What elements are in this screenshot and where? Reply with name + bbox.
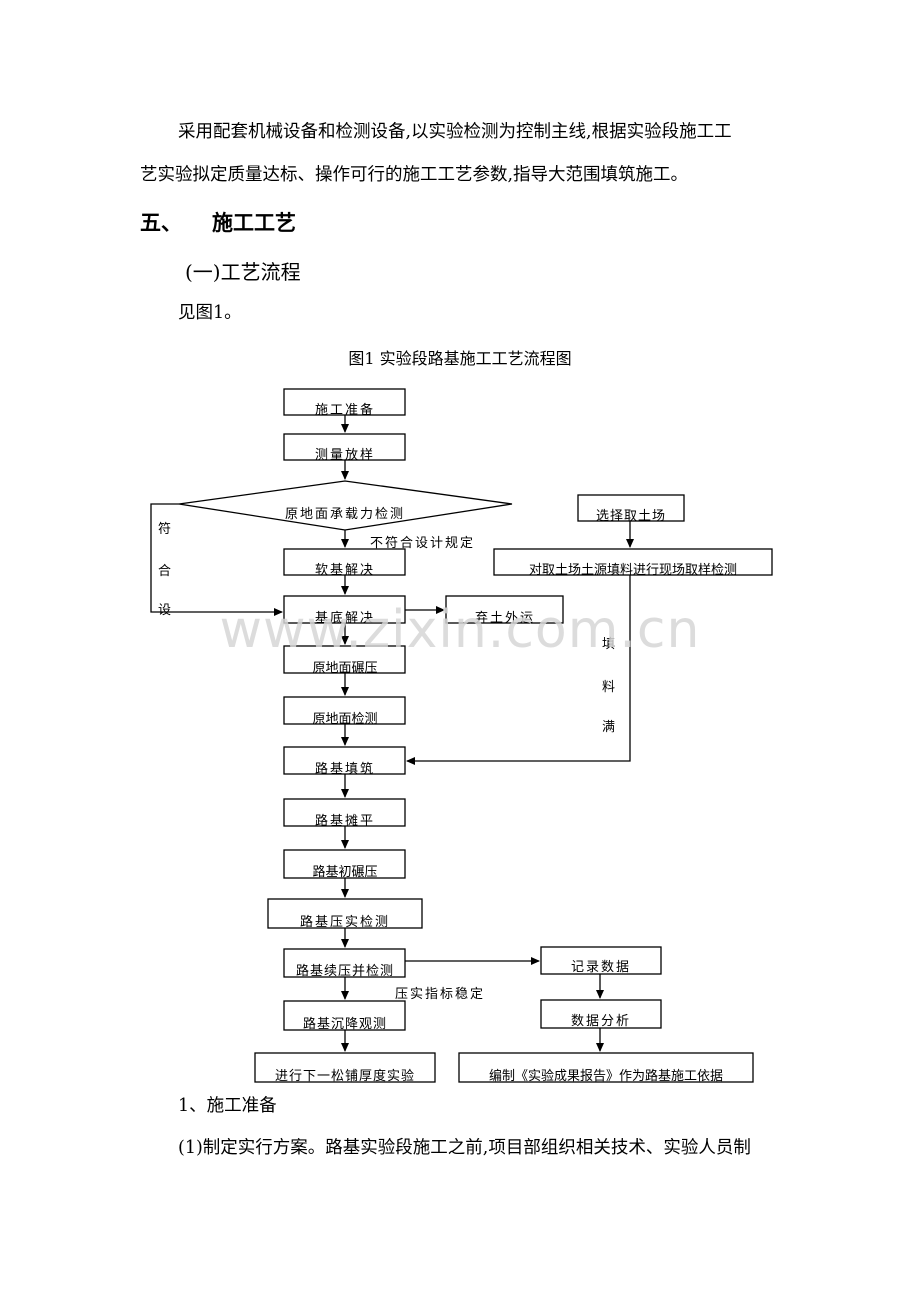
box-compact-test: [267, 898, 423, 929]
label-level: 路基摊平: [315, 813, 375, 829]
item1-1-text: (1)制定实行方案。路基实验段施工之前,项目部组织相关技术、实验人员制: [178, 1138, 751, 1158]
label-foundation-fix: 软基解决: [315, 563, 375, 578]
subsection-heading: (一)工艺流程: [185, 260, 301, 284]
box-report: [458, 1052, 754, 1083]
section-heading: 五、 施工工艺: [140, 207, 296, 237]
label-settle: 路基沉降观测: [303, 1016, 387, 1032]
box-cont-roll: [283, 948, 406, 978]
label-init-roll: 路基初碾压: [312, 864, 377, 880]
box-settle: [283, 1000, 406, 1031]
label-cont-roll: 路基续压并检测: [296, 963, 394, 979]
label-record: 记录数据: [571, 960, 631, 975]
label-compact-test: 路基压实检测: [300, 914, 390, 930]
box-discard: [445, 595, 564, 624]
label-orig-roll: 原地面碾压: [312, 661, 377, 676]
see-figure-text: 见图1。: [178, 303, 242, 323]
label-pass-1: 符: [158, 521, 171, 537]
label-filler-2: 料: [602, 680, 615, 695]
label-survey: 测量放样: [315, 448, 375, 463]
section-title: 施工工艺: [212, 210, 296, 235]
label-orig-test: 原地面检测: [312, 712, 377, 727]
arrow-pass-loop: [150, 503, 283, 616]
label-prep: 施工准备: [315, 402, 375, 418]
paragraph-line-1: 采用配套机械设备和检测设备,以实验检测为控制主线,根据实验段施工工: [178, 122, 732, 142]
arrow-sample-fill: [406, 575, 631, 765]
box-sample: [493, 548, 773, 576]
label-analyze: 数据分析: [571, 1014, 631, 1029]
label-next-trial: 进行下一松铺厚度实验: [275, 1068, 415, 1084]
label-stable: 压实指标稳定: [395, 986, 485, 1002]
box-level: [283, 798, 406, 827]
decision-diamond: [178, 480, 513, 531]
label-fill: 路基填筑: [315, 761, 375, 777]
box-next-trial: [254, 1052, 436, 1083]
box-orig-roll: [283, 645, 406, 674]
label-filler-1: 填: [602, 637, 615, 652]
label-select-source: 选择取土场: [596, 509, 666, 524]
label-fail: 不符合设计规定: [370, 535, 475, 551]
label-filler-3: 满: [602, 720, 615, 735]
box-prep: [283, 388, 406, 416]
box-record: [540, 946, 662, 975]
box-init-roll: [283, 849, 406, 879]
item1-heading: 1、施工准备: [178, 1096, 277, 1116]
label-diamond: 原地面承载力检测: [285, 507, 405, 522]
box-analyze: [540, 999, 662, 1029]
watermark: www.zixin.com.cn: [219, 600, 701, 660]
label-report: 编制《实验成果报告》作为路基施工依据: [489, 1068, 723, 1084]
figure-caption: 图1 实验段路基施工工艺流程图: [348, 349, 572, 368]
box-orig-test: [283, 696, 406, 725]
section-number: 五、: [140, 210, 182, 235]
label-pass-2: 合: [158, 564, 171, 579]
paragraph-line-2: 艺实验拟定质量达标、操作可行的施工工艺参数,指导大范围填筑施工。: [140, 165, 689, 185]
label-sample: 对取土场土源填料进行现场取样检测: [529, 563, 737, 578]
label-discard: 弃土外运: [475, 611, 535, 626]
box-select-source: [577, 494, 685, 522]
label-base-fix: 基底解决: [315, 610, 375, 626]
label-pass-3: 设: [158, 603, 171, 618]
